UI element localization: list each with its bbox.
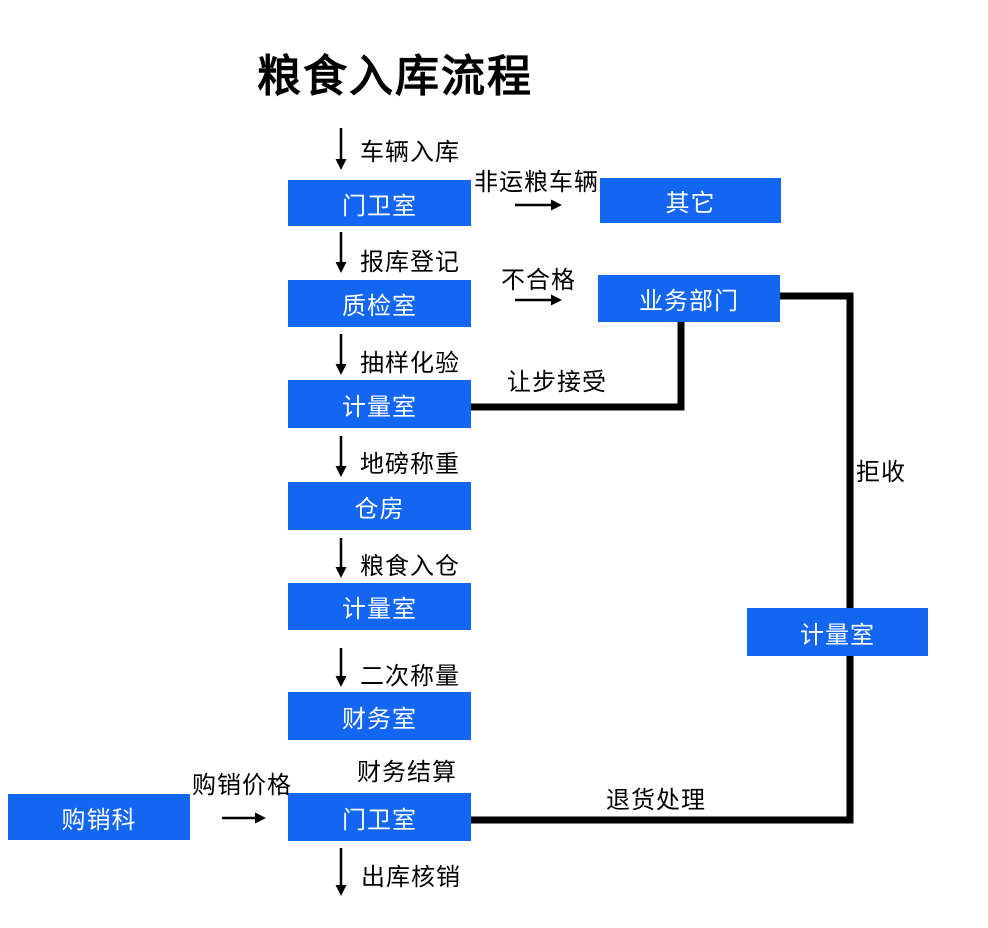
box-business-dept: 业务部门 [598, 275, 780, 322]
arrow-to-gate-room-2-head [255, 812, 266, 824]
connector-concession [471, 322, 685, 411]
arrow-to-measurement-1-head [335, 364, 347, 375]
label-outbound-writeoff: 出库核销 [361, 864, 461, 891]
box-other: 其它 [600, 178, 781, 223]
connector-reject-return [471, 292, 854, 824]
label-weighbridge: 地磅称重 [360, 451, 460, 478]
arrow-to-other-head [551, 199, 562, 211]
label-concession-accept: 让步接受 [507, 369, 607, 396]
arrow-to-finance-head [335, 676, 347, 687]
arrow-to-measurement-2-head [335, 567, 347, 578]
label-registration: 报库登记 [360, 249, 460, 276]
label-grain-into-warehouse: 粮食入仓 [360, 553, 460, 580]
arrow-to-gate-room-1-head [335, 159, 347, 170]
box-gate-room-2: 门卫室 [288, 793, 471, 841]
box-finance: 财务室 [288, 692, 471, 740]
label-vehicle-entry: 车辆入库 [360, 139, 460, 166]
label-financial-settlement: 财务结算 [357, 759, 457, 786]
box-gate-room-1: 门卫室 [288, 180, 471, 226]
box-quality-inspection: 质检室 [288, 280, 471, 327]
label-non-grain-vehicle: 非运粮车辆 [474, 169, 599, 196]
box-purchase-sales: 购销科 [8, 794, 190, 840]
box-measurement-1: 计量室 [288, 380, 471, 428]
label-second-weighing: 二次称量 [360, 663, 460, 690]
box-measurement-right: 计量室 [747, 608, 928, 656]
label-purchase-price: 购销价格 [192, 772, 292, 799]
box-warehouse: 仓房 [288, 482, 471, 530]
label-return-processing: 退货处理 [606, 787, 706, 814]
page-title: 粮食入库流程 [257, 52, 533, 101]
arrow-to-quality-head [335, 262, 347, 273]
arrow-to-warehouse-head [335, 466, 347, 477]
label-unqualified: 不合格 [501, 267, 576, 294]
arrow-to-business-head [551, 294, 562, 306]
label-sampling-test: 抽样化验 [360, 350, 460, 377]
arrow-outbound-head [335, 885, 347, 896]
box-measurement-2: 计量室 [288, 583, 471, 630]
label-reject: 拒收 [856, 459, 906, 486]
